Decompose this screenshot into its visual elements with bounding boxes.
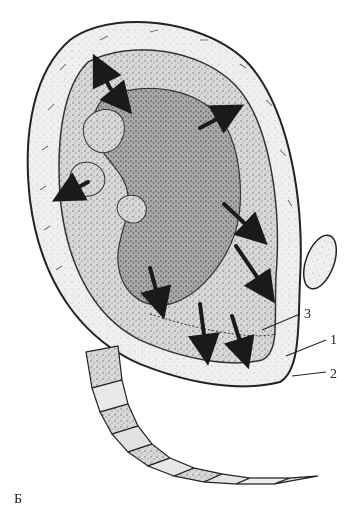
- callout-label-2: 2: [330, 367, 337, 382]
- callout-label-1: 1: [330, 333, 337, 348]
- panel-label: Б: [14, 492, 22, 507]
- upper-lobe: [83, 109, 124, 152]
- callout-line-2: [292, 372, 326, 376]
- callout-label-3: 3: [304, 307, 311, 322]
- detached-oval: [297, 231, 342, 293]
